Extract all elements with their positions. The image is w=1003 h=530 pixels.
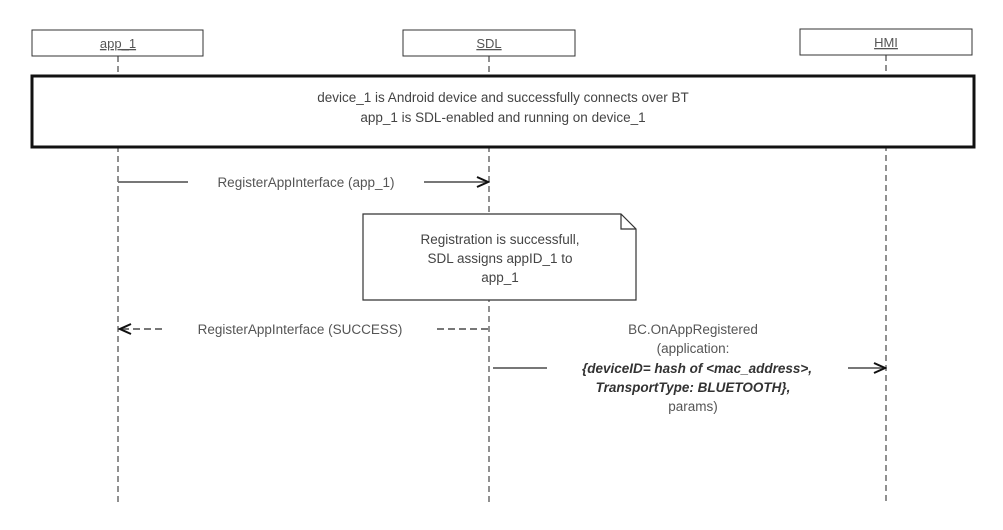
message-label: RegisterAppInterface (app_1) — [217, 175, 394, 190]
message-label: RegisterAppInterface (SUCCESS) — [198, 322, 403, 337]
message-label-line-1: BC.OnAppRegistered — [628, 322, 758, 337]
participant-hmi: HMI — [799, 28, 973, 56]
precondition-line-2: app_1 is SDL-enabled and running on devi… — [360, 110, 645, 125]
participant-sdl: SDL — [402, 29, 576, 57]
note-registration: Registration is successfull, SDL assigns… — [362, 213, 637, 301]
message-label-line-2: (application: — [657, 341, 730, 356]
message-register-app-interface-response: RegisterAppInterface (SUCCESS) — [120, 322, 489, 337]
message-register-app-interface-request: RegisterAppInterface (app_1) — [118, 175, 488, 190]
note-line-2: SDL assigns appID_1 to — [427, 251, 572, 266]
precondition-frame: device_1 is Android device and successfu… — [30, 74, 976, 149]
participant-app-1: app_1 — [31, 29, 204, 57]
precondition-line-1: device_1 is Android device and successfu… — [317, 90, 688, 105]
note-line-3: app_1 — [481, 270, 519, 285]
participant-label: HMI — [874, 35, 898, 50]
note-folded-corner — [620, 214, 636, 230]
message-label-line-5: params) — [668, 399, 718, 414]
message-label-line-3: {deviceID= hash of <mac_address>, — [582, 361, 812, 376]
note-line-1: Registration is successfull, — [420, 232, 579, 247]
message-label-line-4: TransportType: BLUETOOTH}, — [596, 380, 791, 395]
message-bc-on-app-registered: BC.OnAppRegistered (application: {device… — [493, 322, 885, 414]
participant-label: app_1 — [100, 36, 136, 51]
participant-label: SDL — [476, 36, 501, 51]
